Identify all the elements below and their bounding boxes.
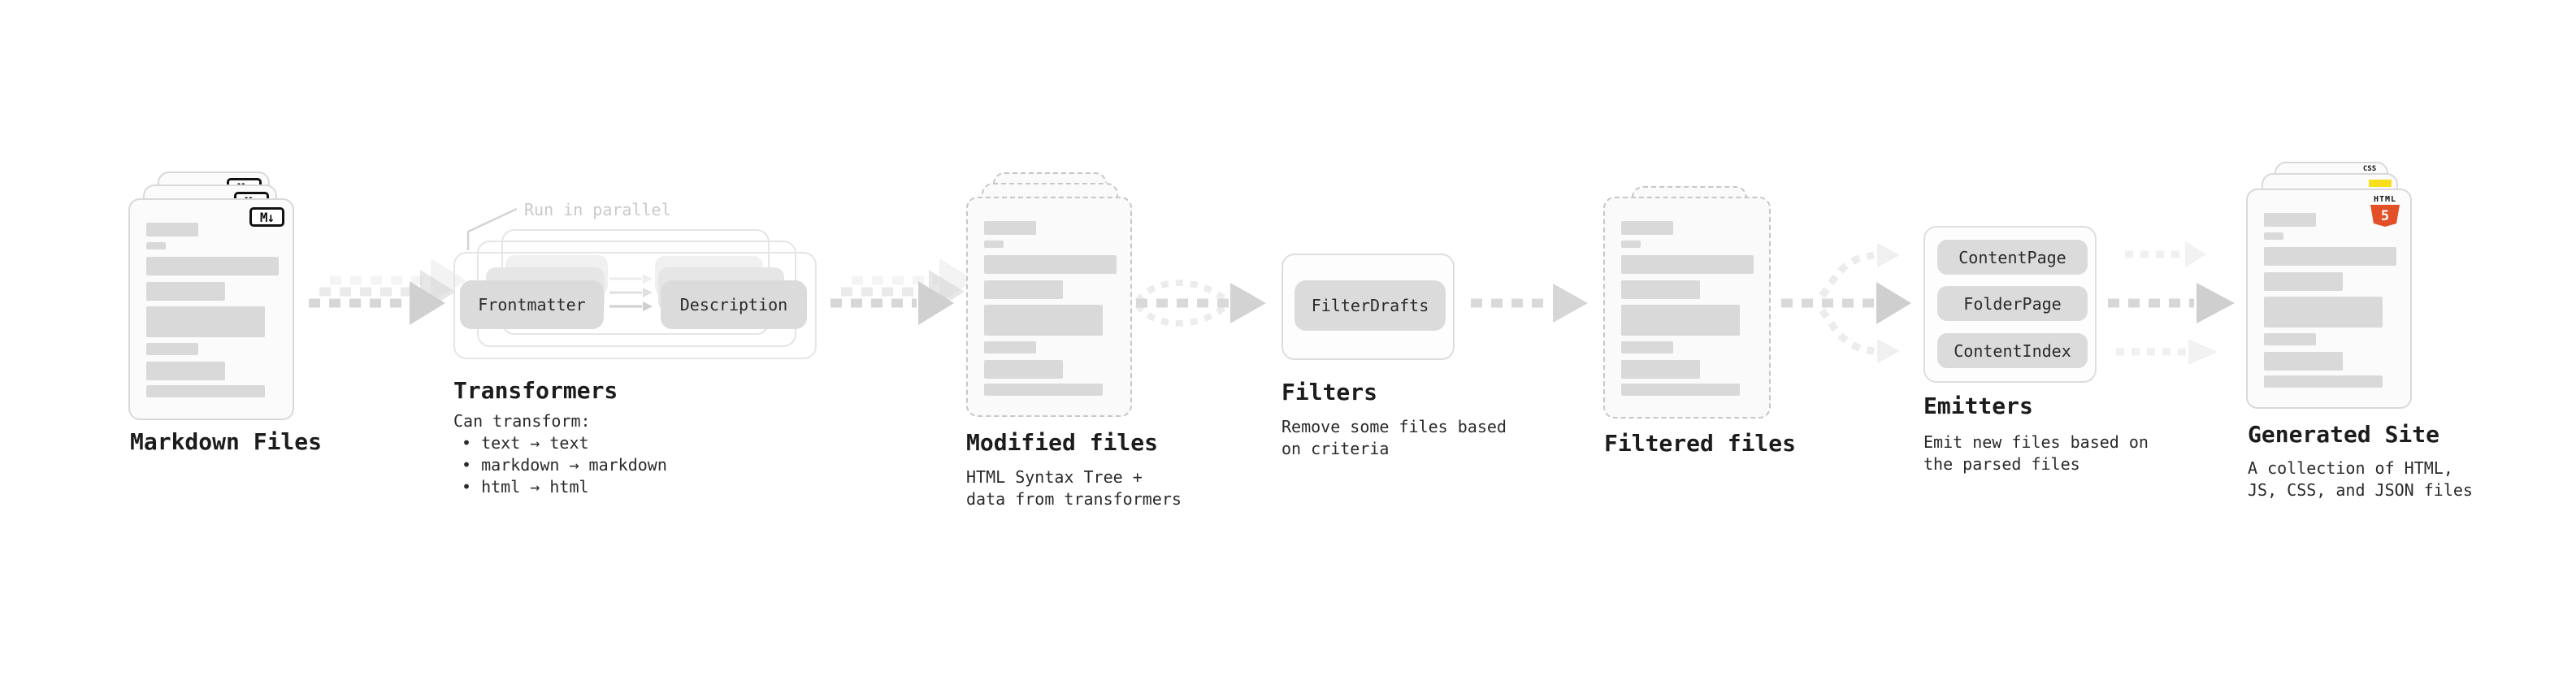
- transformer-chip-frontmatter: Frontmatter: [460, 280, 604, 329]
- stage-label-filters: Filters: [1281, 379, 1378, 406]
- filter-chip-filterdrafts: FilterDrafts: [1295, 280, 1446, 331]
- arrow-transformers-to-modified: [830, 258, 975, 325]
- desc-line: on criteria: [1281, 439, 1390, 458]
- run-in-parallel-annotation: Run in parallel: [524, 200, 671, 219]
- stage-desc-emitters: Emit new files based on the parsed files: [1923, 432, 2149, 475]
- desc-line: • markdown → markdown: [462, 455, 667, 475]
- merge-arrow-modified-to-filters: [1134, 280, 1266, 327]
- site-file-card-html: HTML 5: [2246, 189, 2412, 409]
- stage-desc-filters: Remove some files based on criteria: [1281, 416, 1507, 460]
- arrow-filters-to-filtered: [1471, 284, 1588, 323]
- emitter-chip-folderpage: FolderPage: [1937, 286, 2088, 321]
- desc-line: data from transformers: [966, 489, 1182, 509]
- parallel-mini-arrows: [609, 274, 653, 311]
- desc-line: • html → html: [462, 477, 589, 497]
- stage-desc-transformers: Can transform: • text → text • markdown …: [453, 410, 667, 498]
- stage-label-emitters: Emitters: [1923, 393, 2033, 419]
- annotation-pointer: [466, 207, 518, 250]
- desc-line: HTML Syntax Tree +: [966, 467, 1143, 487]
- css-badge-text: CSS: [2362, 165, 2377, 173]
- stage-label-filtered-files: Filtered files: [1604, 430, 1797, 457]
- stage-desc-generated-site: A collection of HTML, JS, CSS, and JSON …: [2248, 458, 2473, 501]
- js-badge: [2369, 180, 2392, 187]
- markdown-icon: M↓: [249, 207, 284, 227]
- arrow-markdown-to-transformers: [309, 258, 466, 325]
- desc-line: Remove some files based: [1281, 417, 1507, 436]
- desc-line: the parsed files: [1923, 454, 2080, 474]
- desc-line: A collection of HTML,: [2248, 458, 2453, 478]
- emitter-chip-contentindex: ContentIndex: [1937, 333, 2088, 368]
- transformer-chip-description: Description: [661, 280, 807, 329]
- html5-shield: 5: [2370, 205, 2400, 227]
- stage-label-generated-site: Generated Site: [2248, 421, 2440, 448]
- fan-arrows-filtered-to-emitters: [1781, 243, 1911, 363]
- emitters-panel: ContentPage FolderPage ContentIndex: [1923, 226, 2097, 383]
- arrows-emitters-to-site: [2108, 241, 2235, 365]
- transformer-container: [453, 252, 817, 359]
- filters-panel: FilterDrafts: [1281, 254, 1455, 360]
- desc-line: • text → text: [462, 433, 589, 453]
- filtered-file-card: [1603, 197, 1771, 419]
- stage-label-modified-files: Modified files: [966, 429, 1159, 456]
- stage-label-transformers: Transformers: [453, 377, 618, 404]
- modified-file-card: [966, 197, 1132, 417]
- desc-line: Emit new files based on: [1923, 432, 2149, 452]
- desc-line: JS, CSS, and JSON files: [2248, 480, 2473, 500]
- html5-icon: HTML 5: [2370, 196, 2400, 227]
- html5-icon-text: HTML: [2373, 195, 2397, 204]
- emitter-chip-contentpage: ContentPage: [1937, 240, 2088, 275]
- markdown-file-card: M↓: [128, 198, 294, 420]
- desc-line: Can transform:: [453, 411, 591, 431]
- stage-label-markdown-files: Markdown Files: [130, 428, 323, 455]
- stage-desc-modified-files: HTML Syntax Tree + data from transformer…: [966, 466, 1182, 510]
